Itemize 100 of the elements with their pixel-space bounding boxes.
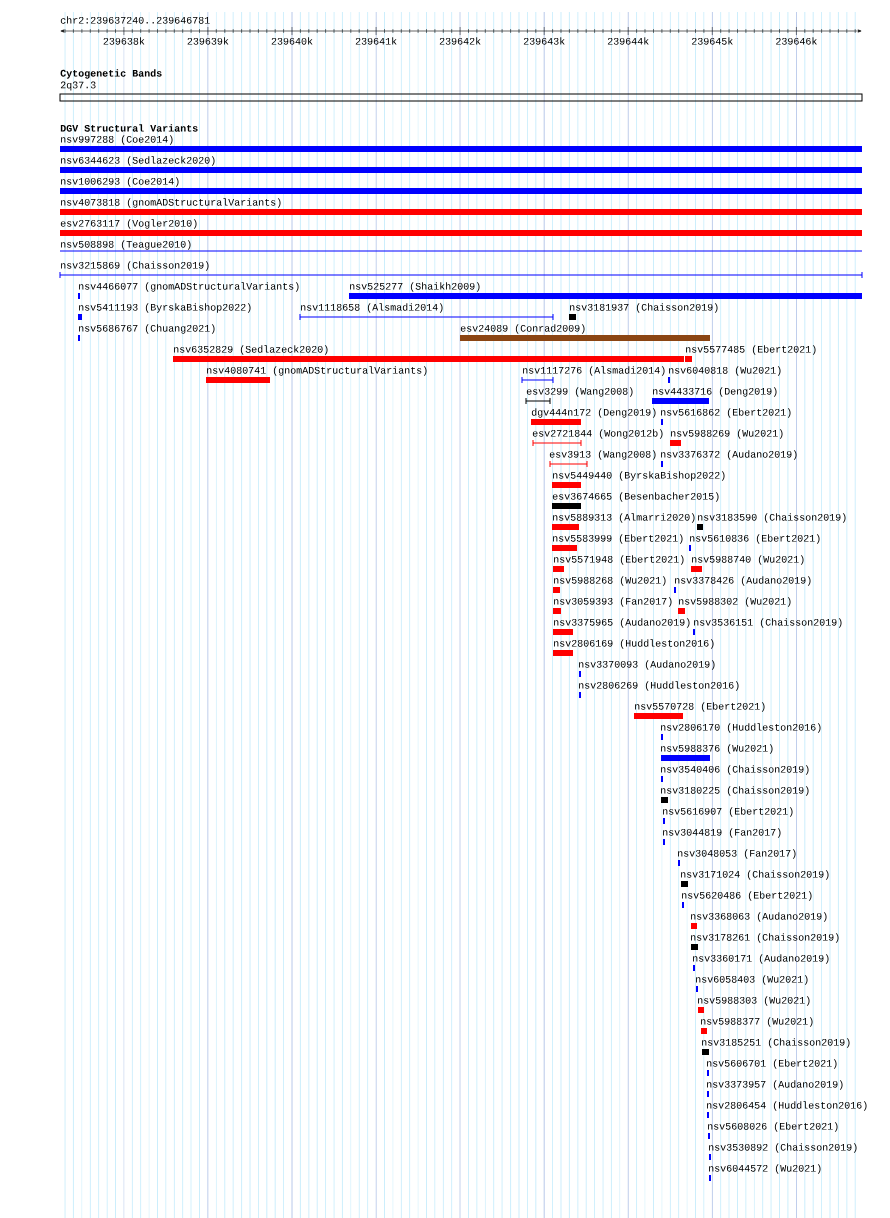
variant-feature: nsv4433716 (Deng2019)	[652, 387, 777, 404]
variant-feature: nsv6040818 (Wu2021)	[668, 366, 781, 383]
variant-feature: nsv5570728 (Ebert2021)	[634, 702, 765, 719]
node-label: esv3674665 (Besenbacher2015)	[552, 492, 719, 502]
tick-label: 239638k	[103, 37, 145, 45]
variant-feature: nsv3375965 (Audano2019)	[553, 618, 690, 635]
node-label: nsv5577485 (Ebert2021)	[686, 345, 816, 355]
coordinate-label: chr2:239637240..239646781	[60, 16, 210, 24]
variant-feature: nsv5616862 (Ebert2021)	[661, 408, 791, 425]
variant-feature: nsv3178261 (Chaisson2019)	[691, 933, 839, 950]
node-label: nsv3183590 (Chaisson2019)	[698, 513, 846, 523]
node-label: nsv5988269 (Wu2021)	[671, 429, 783, 439]
node-label: nsv5570728 (Ebert2021)	[635, 702, 765, 712]
variant-feature: nsv5449440 (ByrskaBishop2022)	[552, 471, 725, 488]
node-label: nsv5988268 (Wu2021)	[554, 576, 666, 586]
variant-feature: nsv3185251 (Chaisson2019)	[702, 1038, 850, 1055]
node-label: nsv5620486 (Ebert2021)	[682, 891, 812, 901]
variant-feature: nsv5988303 (Wu2021)	[698, 996, 810, 1013]
variant-feature: nsv3530892 (Chaisson2019)	[709, 1143, 857, 1160]
node-label: nsv5686767 (Chuang2021)	[79, 324, 215, 334]
variant-feature: nsv5988740 (Wu2021)	[691, 555, 804, 572]
node-label: nsv3185251 (Chaisson2019)	[702, 1038, 850, 1048]
node-label: nsv6044572 (Wu2021)	[709, 1164, 821, 1174]
tick-label: 239643k	[523, 37, 565, 45]
node-label: nsv5616907 (Ebert2021)	[663, 807, 793, 817]
variant-feature: esv2763117 (Vogler2010)	[60, 219, 862, 236]
node-label: nsv4466077 (gnomADStructuralVariants)	[79, 282, 299, 292]
variant-feature: nsv1117276 (Alsmadi2014)	[521, 366, 665, 384]
node-label: esv24089 (Conrad2009)	[460, 324, 585, 334]
variant-feature: nsv3180225 (Chaisson2019)	[661, 786, 809, 803]
variant-feature: nsv3183590 (Chaisson2019)	[697, 513, 846, 530]
node-label: nsv3171024 (Chaisson2019)	[681, 870, 829, 880]
node-label: nsv5411193 (ByrskaBishop2022)	[79, 303, 251, 313]
node-label: esv2763117 (Vogler2010)	[60, 219, 197, 229]
variant-feature: nsv1118658 (Alsmadi2014)	[299, 303, 554, 321]
node-label: nsv5606701 (Ebert2021)	[707, 1059, 837, 1069]
node-label: nsv6352829 (Sedlazeck2020)	[174, 345, 328, 355]
variant-feature: nsv5577485 (Ebert2021)	[685, 345, 816, 362]
track-heading: Cytogenetic Bands	[60, 69, 162, 79]
node-label: nsv6344623 (Sedlazeck2020)	[61, 156, 215, 166]
node-label: nsv5988302 (Wu2021)	[679, 597, 791, 607]
variant-feature: nsv6352829 (Sedlazeck2020)	[173, 345, 684, 362]
variant-feature: nsv5606701 (Ebert2021)	[707, 1059, 837, 1076]
variant-feature: nsv5988268 (Wu2021)	[553, 576, 666, 593]
band-label: 2q37.3	[60, 81, 96, 91]
variant-feature: nsv2806170 (Huddleston2016)	[661, 723, 821, 740]
variant-feature: nsv5616907 (Ebert2021)	[663, 807, 793, 824]
node-label: nsv3375965 (Audano2019)	[554, 618, 690, 628]
node-label: nsv5610836 (Ebert2021)	[690, 534, 820, 544]
variant-feature: nsv4073818 (gnomADStructuralVariants)	[60, 198, 862, 215]
variant-feature: nsv2806169 (Huddleston2016)	[553, 639, 714, 656]
variant-feature: nsv3360171 (Audano2019)	[693, 954, 829, 971]
node-label: nsv4073818 (gnomADStructuralVariants)	[61, 198, 281, 208]
node-label: dgv444n172 (Deng2019)	[531, 408, 656, 418]
variant-feature: nsv5583999 (Ebert2021)	[552, 534, 683, 551]
node-label: nsv3368063 (Audano2019)	[691, 912, 827, 922]
node-label: nsv6040818 (Wu2021)	[669, 366, 781, 376]
node-label: nsv5988376 (Wu2021)	[661, 744, 773, 754]
node-label: nsv5583999 (Ebert2021)	[553, 534, 683, 544]
node-label: nsv3530892 (Chaisson2019)	[709, 1143, 857, 1153]
variant-feature: nsv5620486 (Ebert2021)	[682, 891, 812, 908]
variant-feature: nsv3048053 (Fan2017)	[678, 849, 796, 866]
node-label: nsv4080741 (gnomADStructuralVariants)	[207, 366, 427, 376]
tick-label: 239646k	[776, 37, 817, 45]
tick-label: 239642k	[439, 37, 481, 45]
variant-feature: nsv3370093 (Audano2019)	[579, 660, 715, 677]
variant-feature: nsv5988376 (Wu2021)	[661, 744, 773, 761]
node-label: nsv5449440 (ByrskaBishop2022)	[553, 471, 725, 481]
variant-feature: nsv3171024 (Chaisson2019)	[681, 870, 829, 887]
variant-feature: nsv6044572 (Wu2021)	[709, 1164, 821, 1181]
node-label: nsv4433716 (Deng2019)	[653, 387, 777, 397]
node-label: nsv2806170 (Huddleston2016)	[661, 723, 821, 733]
node-label: nsv997288 (Coe2014)	[61, 135, 173, 145]
variant-feature: nsv5686767 (Chuang2021)	[78, 324, 215, 341]
node-label: nsv3044819 (Fan2017)	[663, 828, 781, 838]
tick-label: 239641k	[355, 37, 397, 45]
variant-feature: esv3674665 (Besenbacher2015)	[552, 492, 719, 509]
node-label: nsv3360171 (Audano2019)	[693, 954, 829, 964]
node-label: nsv3178261 (Chaisson2019)	[691, 933, 839, 943]
variant-feature: nsv5988302 (Wu2021)	[678, 597, 791, 614]
variant-feature: nsv6344623 (Sedlazeck2020)	[60, 156, 862, 173]
variant-feature: nsv3540406 (Chaisson2019)	[661, 765, 809, 782]
variant-feature: nsv1006293 (Coe2014)	[60, 177, 862, 194]
variant-feature: nsv5610836 (Ebert2021)	[689, 534, 820, 551]
variant-feature: nsv3373957 (Audano2019)	[707, 1080, 843, 1097]
variant-feature: esv2721844 (Wong2012b)	[532, 429, 663, 447]
variant-feature: nsv2806269 (Huddleston2016)	[579, 681, 739, 698]
variant-feature: nsv5411193 (ByrskaBishop2022)	[78, 303, 251, 320]
node-label: nsv5571948 (Ebert2021)	[554, 555, 684, 565]
variant-feature: nsv997288 (Coe2014)	[60, 135, 862, 152]
variant-feature: nsv5988377 (Wu2021)	[701, 1017, 813, 1034]
tick-label: 239644k	[607, 37, 649, 45]
node-label: nsv3048053 (Fan2017)	[678, 849, 796, 859]
node-label: nsv3373957 (Audano2019)	[707, 1080, 843, 1090]
variant-feature: nsv3378426 (Audano2019)	[674, 576, 811, 593]
node-label: nsv3181937 (Chaisson2019)	[570, 303, 718, 313]
variant-feature: nsv3536151 (Chaisson2019)	[693, 618, 842, 635]
variant-feature: nsv3215869 (Chaisson2019)	[59, 261, 863, 279]
node-label: nsv525277 (Shaikh2009)	[350, 282, 480, 292]
variant-feature: nsv3368063 (Audano2019)	[691, 912, 827, 929]
